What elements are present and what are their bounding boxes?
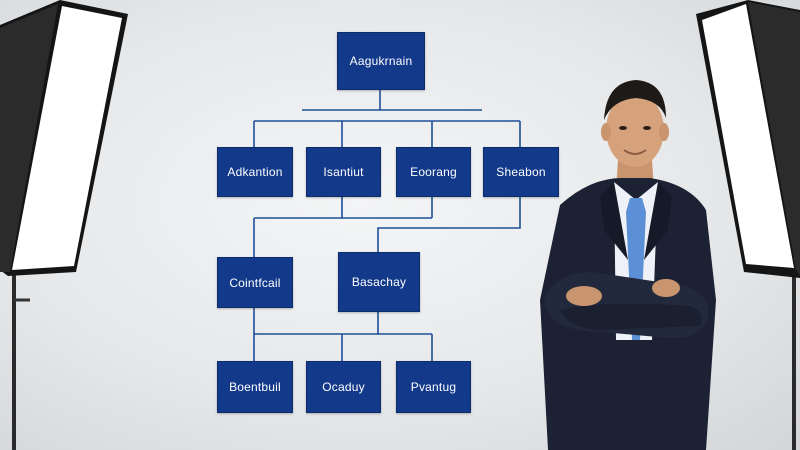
org-chart-node-level1-3: Eoorang <box>396 147 471 197</box>
org-chart-node-level3-2: Ocaduy <box>306 361 381 413</box>
org-chart-node-level3-3: Pvantug <box>396 361 471 413</box>
org-chart-node-level1-4: Sheabon <box>483 147 559 197</box>
org-chart-node-level3-1: Boentbuil <box>217 361 293 413</box>
org-chart-node-level2-1: Cointfcail <box>217 257 293 308</box>
org-chart-root-node: Aagukrnain <box>337 32 425 90</box>
org-chart-node-level2-2: Basachay <box>338 252 420 312</box>
org-chart-node-level1-2: Isantiut <box>306 147 381 197</box>
org-chart-node-level1-1: Adkantion <box>217 147 293 197</box>
